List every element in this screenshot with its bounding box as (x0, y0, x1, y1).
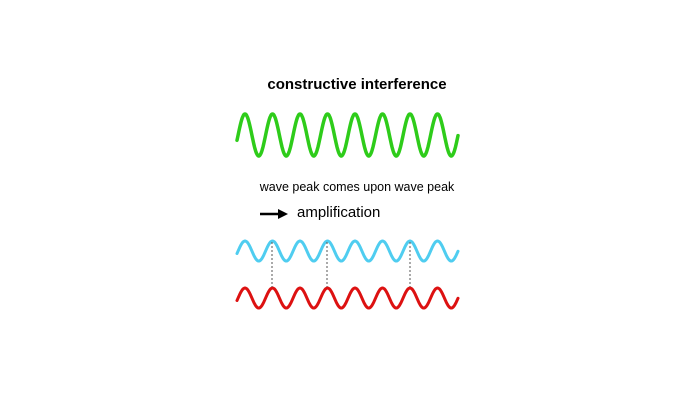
diagram-title: constructive interference (267, 76, 447, 93)
resultant-wave (235, 112, 460, 158)
wave-2 (235, 286, 460, 310)
right-arrow-icon (260, 209, 288, 219)
peak-alignment-lines (271, 242, 411, 287)
wave-1 (235, 239, 460, 263)
result-label: amplification (297, 204, 381, 221)
caption: wave peak comes upon wave peak (259, 180, 455, 194)
